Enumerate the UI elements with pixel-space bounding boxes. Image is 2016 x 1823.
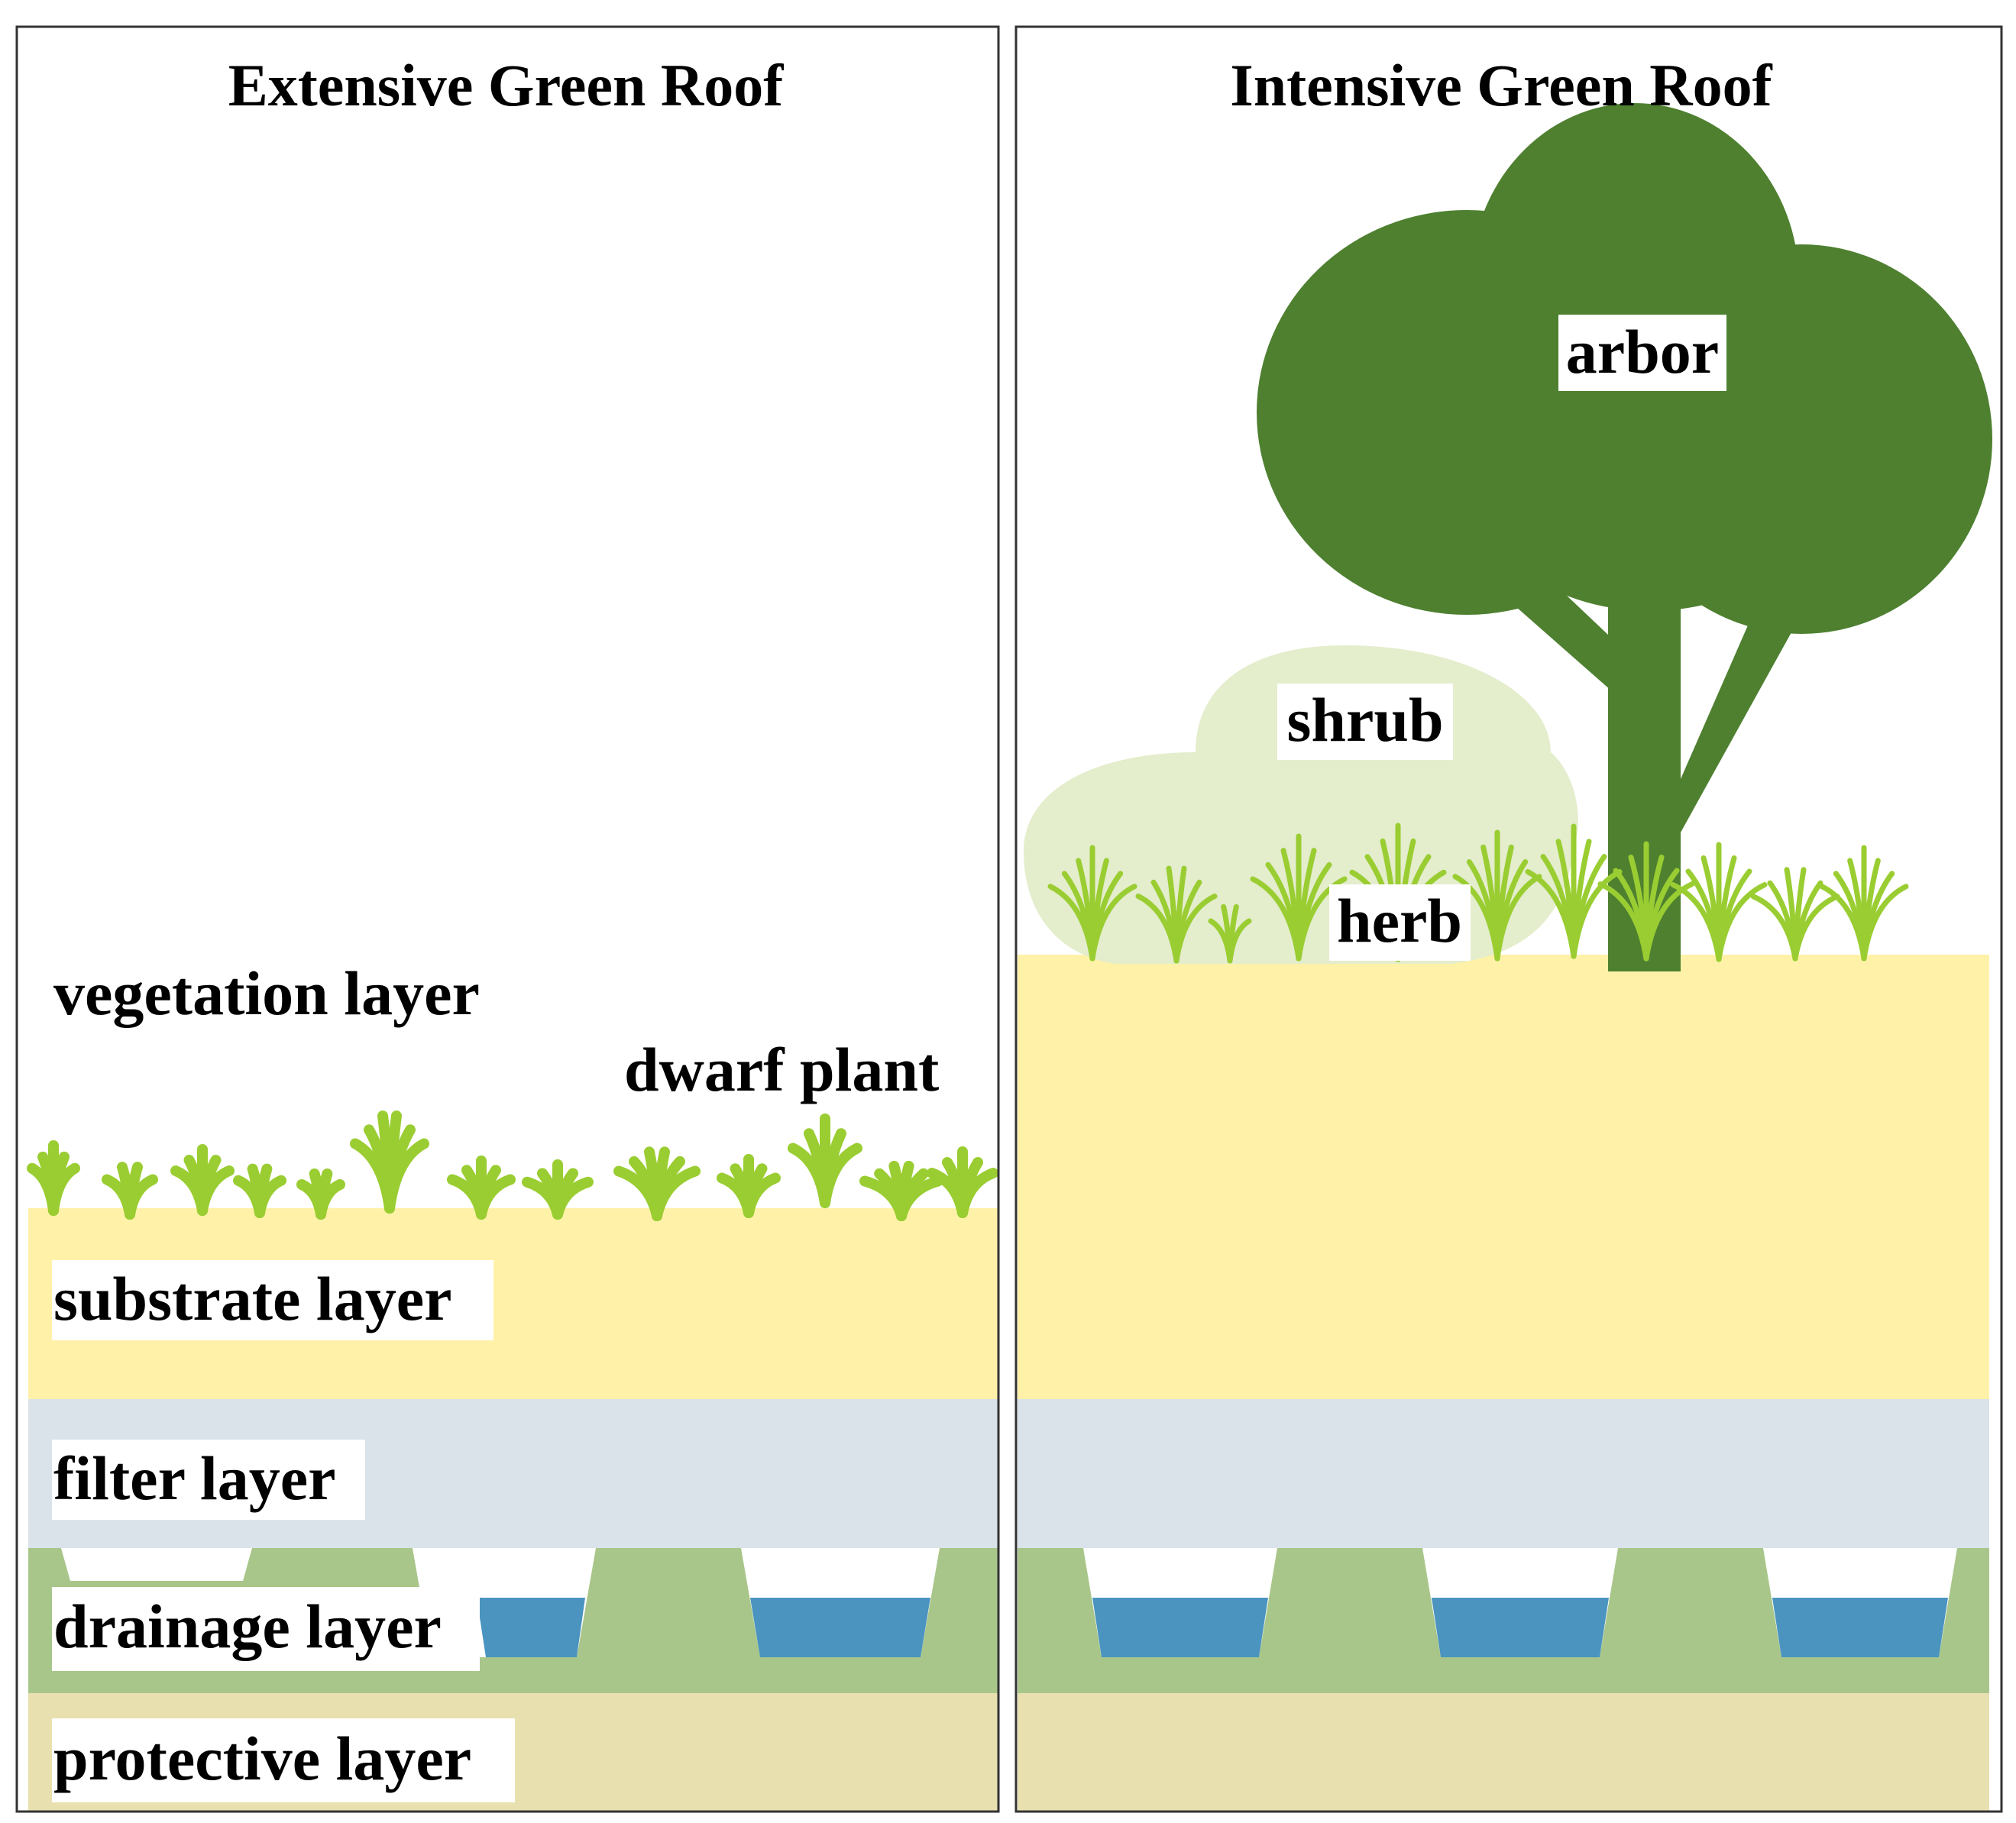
substrate-band-intensive — [1018, 955, 1989, 1399]
drainage-label-bg — [52, 1587, 480, 1671]
herb-blade — [1792, 894, 1840, 962]
herb-blade — [1716, 882, 1768, 962]
herb-blade — [1089, 884, 1137, 962]
herb-blade — [1173, 894, 1218, 964]
herb-blade — [1571, 869, 1623, 959]
dwarf-plant-blade — [957, 1168, 998, 1218]
arbor-label: arbor — [1566, 317, 1719, 386]
vegetation-layer-label: vegetation layer — [53, 958, 480, 1028]
shrub-label-bg — [1277, 684, 1453, 760]
dwarf-plant-label: dwarf plant — [624, 1035, 939, 1104]
dwarf-plant-blade — [48, 1162, 80, 1216]
dwarf-plant-blade — [125, 1174, 158, 1220]
herb-blade — [1296, 876, 1348, 962]
intensive-title: Intensive Green Roof — [1230, 52, 1772, 118]
dwarf-plant-blade — [820, 1143, 862, 1208]
dwarf-plant-blade — [896, 1175, 943, 1221]
arbor-canopy — [1257, 103, 1992, 634]
dwarf-plant-blade — [476, 1174, 516, 1220]
herb-blade — [1494, 874, 1542, 962]
filter-layer-label: filter layer — [53, 1443, 336, 1513]
shrub-label: shrub — [1286, 685, 1443, 755]
drainage-layer-label: drainage layer — [53, 1592, 442, 1661]
substrate-label-bg — [52, 1260, 493, 1340]
extensive-panel-border — [15, 25, 1000, 1813]
dwarf-plant-blade — [197, 1165, 235, 1216]
arbor-label-bg — [1558, 315, 1726, 391]
herb-label-bg — [1329, 884, 1471, 961]
herb-grass — [1047, 823, 1909, 964]
extensive-title: Extensive Green Roof — [228, 52, 784, 118]
dwarf-plant-blade — [254, 1175, 286, 1218]
herb-blade — [1227, 918, 1252, 964]
dwarf-plant-grass — [27, 1110, 998, 1221]
protective-layer-label: protective layer — [53, 1724, 471, 1793]
extensive-panel — [27, 1110, 998, 1811]
protective-band-intensive — [1018, 1693, 1989, 1811]
substrate-layer-label: substrate layer — [53, 1264, 452, 1333]
dwarf-plant-blade — [384, 1138, 429, 1214]
filter-label-bg — [52, 1440, 365, 1520]
dwarf-plant-blade — [652, 1165, 701, 1221]
intensive-panel — [1018, 103, 1992, 1811]
dwarf-plant-blade — [316, 1179, 345, 1220]
herb-blade — [1861, 884, 1909, 962]
intensive-panel-border — [1014, 25, 2003, 1813]
drainage-cups-intensive — [1083, 1548, 1957, 1657]
protective-label-bg — [52, 1718, 515, 1802]
dwarf-plant-blade — [743, 1172, 781, 1218]
filter-band-intensive — [1018, 1399, 1989, 1548]
dwarf-plant-blade — [552, 1176, 594, 1220]
herb-label: herb — [1337, 886, 1462, 955]
